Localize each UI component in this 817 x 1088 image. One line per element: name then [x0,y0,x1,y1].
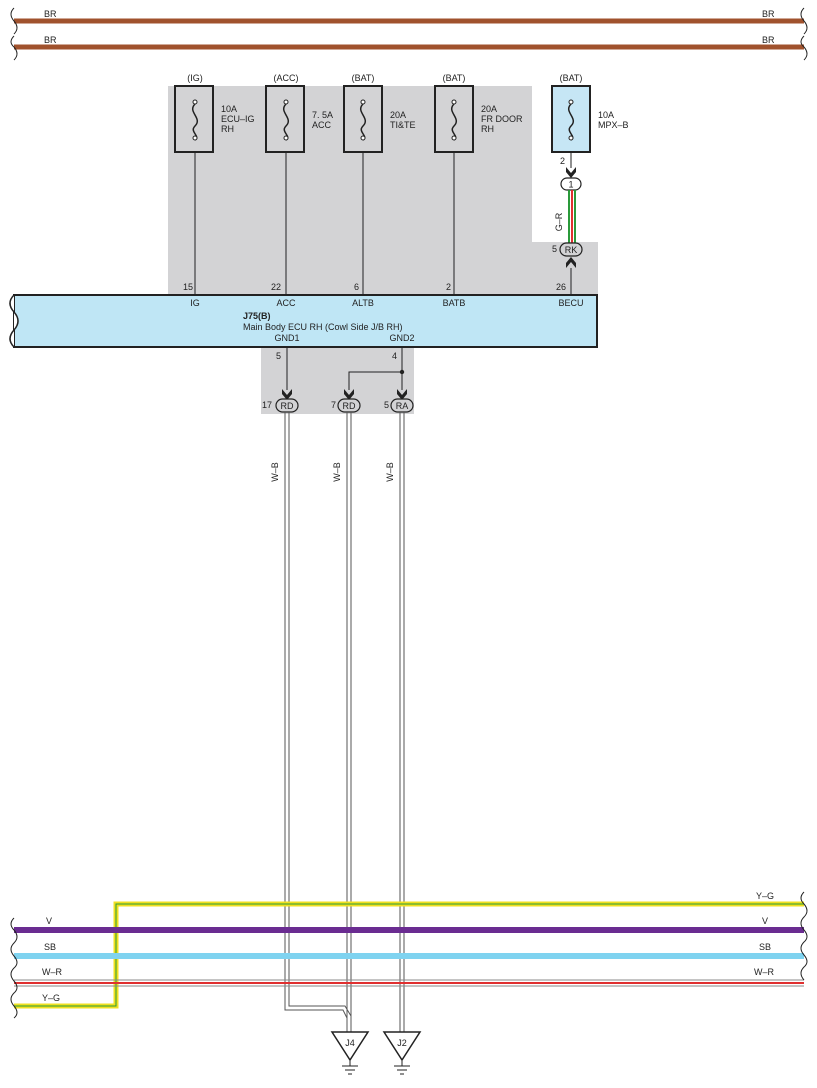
wire-label-sb-left: SB [44,942,56,952]
fuse-source-bat-1: (BAT) [352,73,375,83]
pin-number: 2 [446,282,451,292]
fuse-rating: 10A [221,104,237,114]
fuse-name: ECU–IG [221,114,255,124]
wire-label-w-b: W–B [332,462,342,482]
terminal-batb: BATB [443,298,466,308]
fuse-name: ACC [312,120,332,130]
fuse-name: TI&TE [390,120,416,130]
wire-label-sb-right: SB [759,942,771,952]
wire-label-br-1-left: BR [44,9,57,19]
connector-rd-2-label: RD [343,401,356,411]
fuse-ti-te: (BAT) 20A TI&TE 6 [343,73,416,296]
terminal-altb: ALTB [352,298,374,308]
fuse-name-2: RH [481,124,494,134]
pin-number: 26 [556,282,566,292]
fuse-acc: (ACC) 7. 5A ACC 22 [265,73,333,296]
wire-label-w-b: W–B [385,462,395,482]
fuse-fr-door-rh: (BAT) 20A FR DOOR RH 2 [434,73,523,296]
top-wire-bus: BR BR BR BR [10,7,808,61]
bottom-wire-bus: Y–G V V SB SB W–R W–R Y–G [10,891,808,1019]
wire-label-g-r: G–R [554,212,564,231]
pin-number: 6 [354,282,359,292]
pin-number: 15 [183,282,193,292]
wire-label-w-r-left: W–R [42,967,63,977]
fuse-source-acc: (ACC) [274,73,299,83]
fuse-rating: 7. 5A [312,110,333,120]
fuse-name-2: RH [221,124,234,134]
connector-rd-2 [337,398,361,413]
connector-1-label: 1 [568,180,573,190]
terminal-becu: BECU [558,298,583,308]
wire-label-y-g-left: Y–G [42,993,60,1003]
wire-label-br-1-right: BR [762,9,775,19]
pin-number: 22 [271,282,281,292]
fuse-rating: 20A [390,110,406,120]
wire-label-y-g-right: Y–G [756,891,774,901]
connector-rk [559,242,583,257]
ground-section: 5 4 17 RD 7 RD 5 RA W–B W–B W–B [262,347,414,1032]
connector-rk-label: RK [565,245,578,255]
wire-label-br-2-right: BR [762,35,775,45]
pin-number: 5 [552,244,557,254]
ground-j2-label: J2 [397,1038,407,1048]
fuse-source-bat-2: (BAT) [443,73,466,83]
fuse-name: MPX–B [598,120,629,130]
fuse-rating: 10A [598,110,614,120]
wire-label-v-left: V [46,916,52,926]
wire-label-w-r-right: W–R [754,967,775,977]
fuse-ecu-ig: (IG) 10A ECU–IG RH 15 [174,73,255,296]
fuse-name: FR DOOR [481,114,523,124]
terminal-gnd2: GND2 [389,333,414,343]
pin-number: 4 [392,351,397,361]
ecu-code: J75(B) [243,311,271,321]
connector-ra [390,398,414,413]
wire-label-br-2-left: BR [44,35,57,45]
pin-number: 5 [384,400,389,410]
wire-label-v-right: V [762,916,768,926]
terminal-gnd1: GND1 [274,333,299,343]
connector-rd-1 [275,398,299,413]
terminal-acc: ACC [276,298,296,308]
ground-point-j2: J2 [382,1031,422,1075]
connector-ra-label: RA [396,401,409,411]
ground-point-j4: J4 [330,1031,370,1075]
fuse-mpx-b: (BAT) 10A MPX–B 2 1 G–R 5 RK 26 [551,73,629,296]
fuse-source-bat-3: (BAT) [560,73,583,83]
ground-j4-label: J4 [345,1038,355,1048]
fuse-rating: 20A [481,104,497,114]
pin-number: 7 [331,400,336,410]
connector-rd-1-label: RD [281,401,294,411]
wire-label-w-b: W–B [270,462,280,482]
ecu-name: Main Body ECU RH (Cowl Side J/B RH) [243,322,403,332]
pin-number: 2 [560,156,565,166]
junction-block-shade [168,86,598,414]
ecu-block: IG ACC ALTB BATB BECU J75(B) Main Body E… [9,294,598,348]
terminal-ig: IG [190,298,200,308]
pin-number: 5 [276,351,281,361]
fuse-source-ig: (IG) [187,73,203,83]
pin-number: 17 [262,400,272,410]
